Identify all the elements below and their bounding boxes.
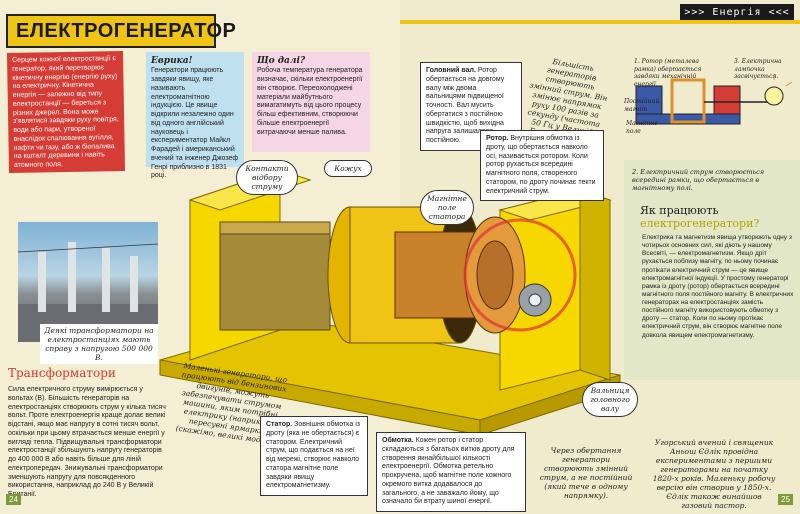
- top-right-yellow-strip: [400, 20, 800, 24]
- photo-tower-4: [130, 256, 138, 312]
- stator-note-title: Статор.: [266, 421, 293, 428]
- page-title: ЕЛЕКТРОГЕНЕРАТОР: [6, 14, 236, 48]
- engine-block: [219, 229, 331, 331]
- section-tag: >>> Енергія <<<: [680, 4, 794, 20]
- shaft-center: [528, 293, 542, 307]
- rotor-note-title: Ротор.: [486, 135, 509, 142]
- stator-note: Статор. Зовнішня обмотка із дроту (яка н…: [260, 416, 368, 496]
- page-title-text: ЕЛЕКТРОГЕНЕРАТОР: [16, 19, 237, 42]
- photo-tower-3: [102, 248, 110, 312]
- shaft-bearing-callout: Вальниця головного валу: [582, 382, 638, 417]
- shaft-bearing-callout-text: Вальниця головного валу: [590, 386, 630, 413]
- photo-caption-text: Деякі трансформатори на електростанціях …: [44, 326, 154, 362]
- diagram-label-1: 1. Ротор (металева рамка) обертається за…: [634, 58, 702, 88]
- eureka-text: Генератори працюють завдяки явищу, яке н…: [151, 67, 239, 180]
- page-number-left: 24: [6, 494, 21, 505]
- contacts-callout-text: Контакти відбору струму: [245, 164, 289, 191]
- housing-callout-text: Кожух: [334, 164, 362, 173]
- bulb-ray-2: [785, 81, 793, 87]
- winding-note-text: Кожен ротор і статор складаються з багат…: [382, 437, 515, 506]
- right-housing-side: [579, 189, 611, 381]
- stator-field-callout-text: Магнітне поле статора: [427, 194, 467, 221]
- magnet-left: [635, 85, 663, 117]
- jedlik-callout-text: Угорський вчений і священик Аньош Єдлік …: [652, 438, 776, 510]
- engine-top: [219, 221, 331, 235]
- diagram-label-3: 3. Електрична лампочка засвічується.: [734, 58, 782, 80]
- how-work-title: Як працюють електрогенератори?: [640, 204, 796, 230]
- stator-field-callout: Магнітне поле статора: [420, 190, 474, 225]
- winding-note-title: Обмотка.: [382, 437, 414, 444]
- contacts-callout: Контакти відбору струму: [236, 160, 298, 195]
- stator-note-text: Зовнішня обмотка із дроту (яка не оберта…: [266, 421, 360, 490]
- winding-note: Обмотка. Кожен ротор і статор складаютьс…: [376, 432, 526, 512]
- page-number-right: 25: [778, 494, 793, 505]
- right-green-panel: [624, 160, 800, 380]
- diagram-label-magnet: Постійний магніт: [624, 98, 660, 113]
- photo-tower-1: [38, 252, 46, 312]
- eureka-box: Еврика! Генератори працюють завдяки явищ…: [146, 52, 244, 179]
- rotor-note: Ротор. Внутрішня обмотка із дроту, що об…: [480, 130, 604, 202]
- ac-callout: Через обертання генератори створюють змі…: [538, 446, 634, 500]
- transformers-text: Сила електричного струму вимірюється у в…: [8, 386, 166, 498]
- whats-next-box: Що далі? Робоча температура генератора в…: [252, 52, 370, 152]
- diagram-label-2: 2. Електричний струм створюється всереди…: [632, 168, 765, 193]
- whats-next-title: Що далі?: [257, 56, 306, 66]
- transformers-heading: Трансформатори: [8, 364, 148, 382]
- magnetic-glow: [463, 218, 577, 332]
- rotor-note-text: Внутрішня обмотка із дроту, що обертаєть…: [486, 135, 596, 195]
- how-work-title-main: електрогенератори?: [640, 217, 760, 230]
- rotor-inner: [476, 240, 514, 310]
- rotor-frame: [670, 78, 706, 124]
- housing-callout: Кожух: [324, 160, 372, 177]
- photo-caption: Деякі трансформатори на електростанціях …: [40, 324, 158, 364]
- magnet-bottom: [635, 113, 741, 125]
- photo-tower-2: [68, 242, 76, 312]
- transformers-title: Трансформатори: [8, 366, 116, 380]
- jedlik-callout: Угорський вчений і священик Аньош Єдлік …: [650, 438, 778, 510]
- magnet-right: [713, 85, 741, 117]
- how-work-title-prefix: Як працюють: [640, 204, 719, 217]
- how-work-text: Електрика та магнетизм явища утворюють о…: [642, 234, 794, 339]
- shaft-note-title: Головний вал.: [426, 67, 476, 74]
- shaft-note-text: Ротор обертається на довгому валу між дв…: [426, 67, 505, 144]
- ac-callout-text: Через обертання генератори створюють змі…: [539, 446, 633, 500]
- eureka-title: Еврика!: [151, 56, 193, 66]
- bulb: [764, 86, 784, 106]
- generator-illustration: [159, 169, 621, 436]
- whats-next-text: Робоча температура генератора визначає, …: [257, 67, 363, 136]
- intro-red-box: Серцем кожної електростанції є генератор…: [6, 50, 126, 174]
- simple-generator-diagram: [635, 74, 793, 125]
- diagram-label-field: Магнітне поле: [626, 120, 658, 135]
- photo-line: [18, 243, 158, 253]
- intro-red-text: Серцем кожної електростанції є генератор…: [12, 55, 119, 169]
- shaft-note: Головний вал. Ротор обертається на довго…: [420, 62, 522, 151]
